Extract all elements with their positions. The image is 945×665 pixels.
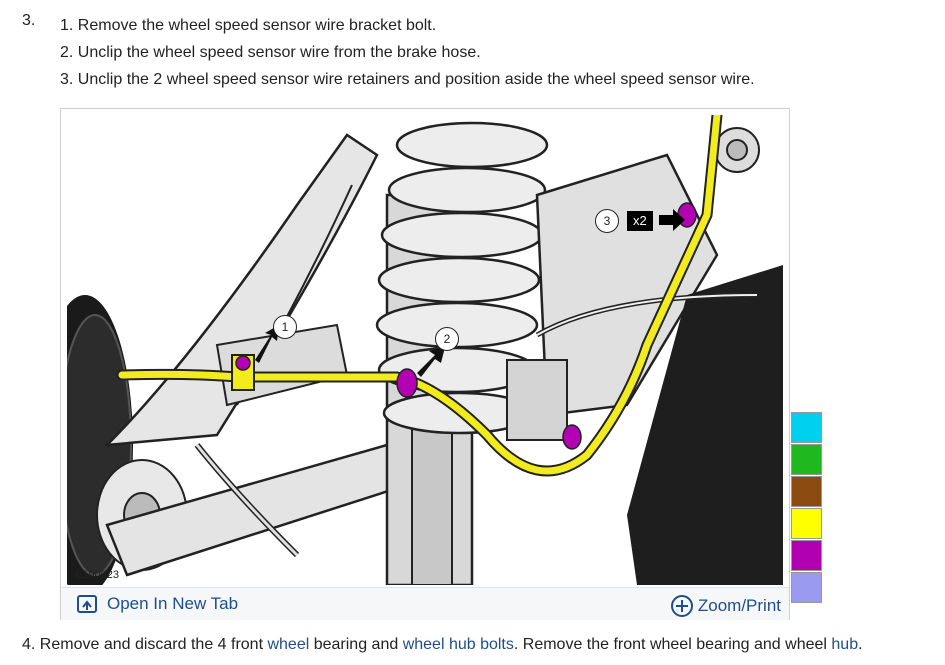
wheel-link[interactable]: wheel [267, 636, 310, 653]
figure-id: E190023 [75, 569, 120, 581]
arrow-icon [255, 325, 279, 363]
figure-container: 1 2 3 x2 E190023 Open In New Tab Zoom/Pr… [60, 108, 790, 620]
next-step-segment: . [858, 636, 863, 653]
next-step-segment: bearing and [309, 636, 403, 653]
zoom-print-label: Zoom/Print [697, 596, 781, 615]
substep-item: 3. Unclip the 2 wheel speed sensor wire … [60, 71, 755, 88]
zoom-plus-icon [670, 595, 693, 617]
suspension-illustration[interactable]: 1 2 3 x2 E190023 [67, 115, 783, 585]
multiplier-badge: x2 [627, 211, 653, 231]
callout-1: 1 [273, 315, 297, 339]
color-swatch[interactable] [791, 444, 822, 475]
next-step-segment: 4. Remove and discard the 4 front [22, 636, 268, 653]
substep-item: 2. Unclip the wheel speed sensor wire fr… [60, 44, 481, 61]
color-swatch[interactable] [791, 508, 822, 539]
next-step-text: 4. Remove and discard the 4 front wheel … [22, 636, 863, 654]
color-swatch[interactable] [791, 572, 822, 603]
callout-2: 2 [435, 327, 459, 351]
arrow-icon [659, 209, 685, 231]
zoom-print-button[interactable]: Zoom/Print [670, 594, 781, 618]
illustration-svg [67, 115, 783, 585]
wheel-hub-bolts-link[interactable]: wheel hub bolts [402, 636, 514, 653]
figure-toolbar: Open In New Tab Zoom/Print [61, 587, 789, 620]
open-in-new-tab-icon [77, 595, 97, 613]
arrow-icon [417, 347, 445, 377]
substep-list: 1. Remove the wheel speed sensor wire br… [60, 12, 755, 93]
hub-link[interactable]: hub [831, 636, 859, 653]
open-in-new-tab-button[interactable]: Open In New Tab [77, 594, 238, 614]
open-in-new-tab-label: Open In New Tab [107, 594, 239, 613]
step-number: 3. [22, 12, 36, 29]
next-step-segment: . Remove the front wheel bearing and whe… [513, 636, 832, 653]
color-swatch-column [791, 412, 822, 604]
color-swatch[interactable] [791, 476, 822, 507]
color-swatch[interactable] [791, 540, 822, 571]
callout-3: 3 [595, 209, 619, 233]
substep-item: 1. Remove the wheel speed sensor wire br… [60, 17, 437, 34]
color-swatch[interactable] [791, 412, 822, 443]
